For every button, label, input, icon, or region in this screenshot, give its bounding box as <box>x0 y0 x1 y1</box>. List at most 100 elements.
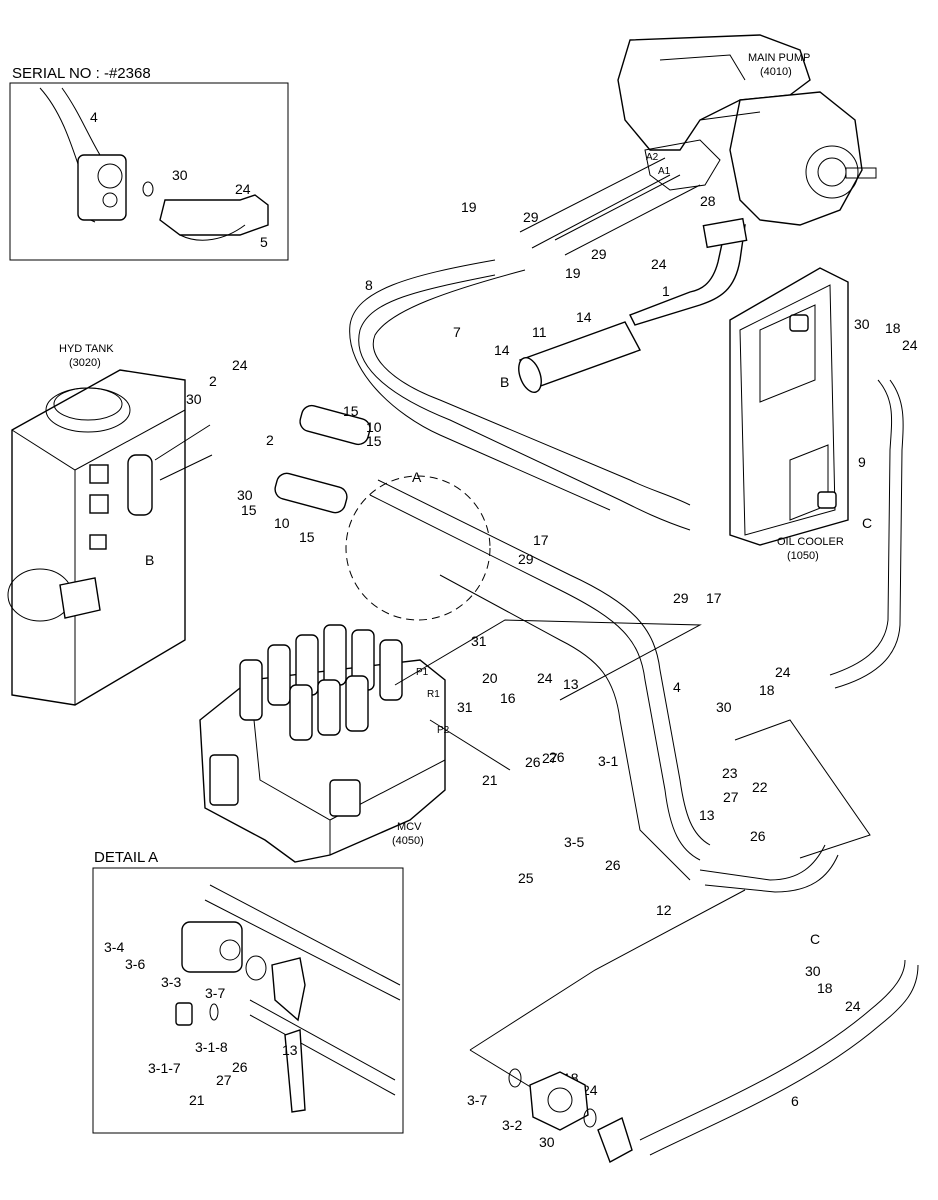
part-number: 30 <box>805 963 821 979</box>
part-number: 27 <box>723 789 739 805</box>
main-pump-label: MAIN PUMP <box>748 52 810 64</box>
part-number: 3-1 <box>598 753 618 769</box>
part-number: 30 <box>186 391 202 407</box>
ref-c-cooler: C <box>862 515 872 531</box>
ref-b-tank: B <box>145 552 154 568</box>
oil-cooler-label: OIL COOLER <box>777 536 844 548</box>
part-number: 3-1-7 <box>148 1060 181 1076</box>
reference-letters: A B B C C <box>145 374 872 947</box>
part-number: 12 <box>656 902 672 918</box>
part-number: 28 <box>700 193 716 209</box>
part-number: 2 <box>209 373 217 389</box>
part-number: 29 <box>591 246 607 262</box>
part-number: 11 <box>532 324 547 340</box>
ref-a: A <box>412 469 422 485</box>
part-number: 21 <box>189 1092 205 1108</box>
part-number: 3-6 <box>125 956 145 972</box>
serial-label: SERIAL NO : -#2368 <box>12 65 151 82</box>
fitting-3-2 <box>508 1068 633 1164</box>
part-number: 8 <box>365 277 373 293</box>
part-number: 24 <box>235 181 251 197</box>
port-a2: A2 <box>646 152 659 163</box>
part-number: 2 <box>266 432 274 448</box>
part-number: 26 <box>525 754 541 770</box>
part-number: 15 <box>343 403 359 419</box>
part-number: 31 <box>471 633 487 649</box>
component-labels: MAIN PUMP (4010) HYD TANK (3020) OIL COO… <box>59 52 844 847</box>
part-number: 24 <box>232 357 248 373</box>
part-number: 22 <box>752 779 768 795</box>
part-number: 3-7 <box>467 1092 487 1108</box>
part-number: 19 <box>565 265 581 281</box>
part-number: 1 <box>662 283 670 299</box>
part-number: 29 <box>518 551 534 567</box>
part-number: 15 <box>299 529 315 545</box>
port-labels: A2 A1 P1 R1 P2 <box>416 152 671 736</box>
part-number: 29 <box>523 209 539 225</box>
part-number: 29 <box>673 590 689 606</box>
mcv-code: (4050) <box>392 835 424 847</box>
ref-b-hose: B <box>500 374 509 390</box>
oil-cooler <box>729 267 849 546</box>
part-number: 14 <box>494 342 510 358</box>
part-number: 9 <box>858 454 866 470</box>
part-number: 24 <box>775 664 791 680</box>
part-number: 3-5 <box>564 834 584 850</box>
part-number: 13 <box>282 1042 298 1058</box>
part-number: 24 <box>651 256 667 272</box>
part-number: 23 <box>722 765 738 781</box>
part-number: 3-2 <box>502 1117 522 1133</box>
mcv-label: MCV <box>397 821 422 833</box>
part-number: 19 <box>461 199 477 215</box>
part-number: 3-1-8 <box>195 1039 228 1055</box>
part-number: 26 <box>605 857 621 873</box>
part-number-labels: 1 2 2 3-1 3-2 3-3 3-4 3-5 3-6 3-7 3-7 3-… <box>90 109 918 1150</box>
oil-cooler-code: (1050) <box>787 550 819 562</box>
pipe-network <box>154 157 919 1156</box>
part-number: 24 <box>845 998 861 1014</box>
ref-c-hose: C <box>810 931 820 947</box>
main-pump <box>617 34 877 226</box>
part-number: 30 <box>237 487 253 503</box>
part-number: 13 <box>563 676 579 692</box>
port-r1: R1 <box>427 689 440 700</box>
part-number: 24 <box>902 337 918 353</box>
detail-label: DETAIL A <box>94 849 158 866</box>
part-number: 30 <box>172 167 188 183</box>
hyd-tank <box>7 369 186 706</box>
part-number: 13 <box>699 807 715 823</box>
part-number: 7 <box>453 324 461 340</box>
part-number: 26 <box>750 828 766 844</box>
part-number: 30 <box>539 1134 555 1150</box>
part-number: 3-4 <box>104 939 124 955</box>
part-number: 30 <box>854 316 870 332</box>
mcv <box>199 624 446 863</box>
detail-a-inset: DETAIL A <box>92 849 404 1134</box>
part-number: 27 <box>542 750 558 766</box>
part-number: 3-7 <box>205 985 225 1001</box>
part-number: 14 <box>576 309 592 325</box>
part-number: 18 <box>817 980 833 996</box>
hyd-tank-label: HYD TANK <box>59 343 114 355</box>
part-number: 18 <box>759 682 775 698</box>
part-number: 27 <box>216 1072 232 1088</box>
part-number: 6 <box>791 1093 799 1109</box>
part-number: 17 <box>706 590 722 606</box>
hyd-tank-code: (3020) <box>69 357 101 369</box>
part-number: 15 <box>241 502 257 518</box>
part-number: 18 <box>885 320 901 336</box>
port-p2: P2 <box>437 725 450 736</box>
serial-inset: SERIAL NO : -#2368 <box>9 65 289 261</box>
part-number: 10 <box>366 419 382 435</box>
part-number: 4 <box>673 679 681 695</box>
part-number: 26 <box>232 1059 248 1075</box>
part-number: 30 <box>716 699 732 715</box>
part-number: 10 <box>274 515 290 531</box>
part-number: 26 <box>549 749 565 765</box>
main-pump-code: (4010) <box>760 66 792 78</box>
part-number: 5 <box>260 234 268 250</box>
port-p1: P1 <box>416 667 429 678</box>
part-number: 17 <box>533 532 549 548</box>
part-number: 24 <box>537 670 553 686</box>
